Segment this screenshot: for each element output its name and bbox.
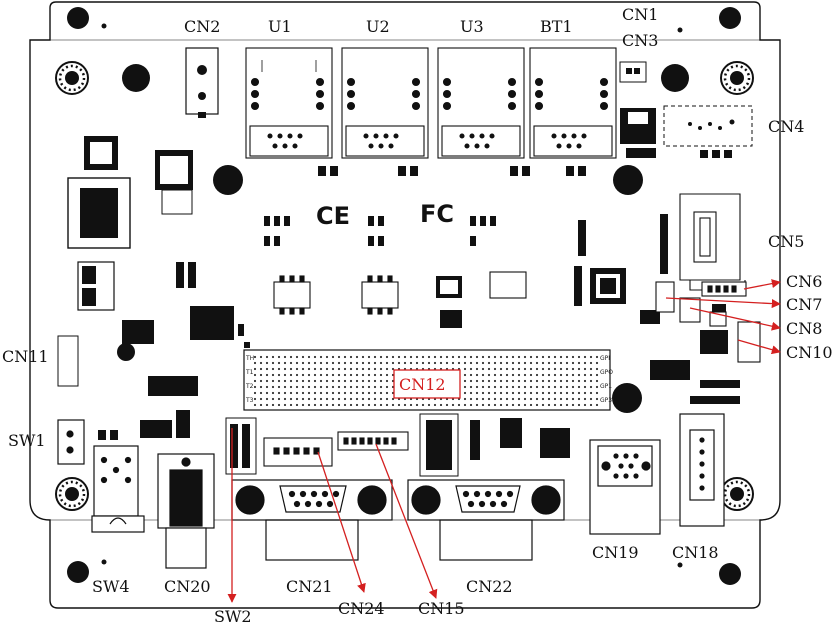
- cn19-connector: [589, 439, 661, 535]
- jack-u3: [437, 47, 525, 159]
- callout-cn10: [737, 339, 781, 355]
- cn12-header: [243, 349, 611, 411]
- sw1-switch: [57, 419, 85, 465]
- mount-hole-br: [720, 477, 754, 511]
- callout-lines: [227, 279, 781, 603]
- svg-text:GP3: GP3: [600, 397, 612, 404]
- dsub-cn21: [231, 479, 393, 561]
- label-cn2: CN2: [184, 17, 220, 36]
- label-cn3: CN3: [622, 31, 658, 50]
- header-left-text: TH T1 T2 T3: [245, 355, 254, 404]
- cn20-jack: [157, 453, 215, 569]
- cn1-cn3-header: [619, 61, 647, 83]
- label-u3: U3: [460, 17, 484, 36]
- svg-text:GP1: GP1: [600, 383, 612, 390]
- mount-hole-bl: [55, 477, 89, 511]
- label-cn5: CN5: [768, 232, 804, 251]
- callout-cn8: [689, 307, 781, 331]
- label-cn8: CN8: [786, 319, 822, 338]
- label-bt1: BT1: [540, 17, 573, 36]
- svg-text:FC: FC: [420, 200, 454, 228]
- cn5-slot: [679, 193, 746, 291]
- label-cn7: CN7: [786, 295, 822, 314]
- sw4-switch: [91, 445, 145, 533]
- label-cn11: CN11: [2, 347, 49, 366]
- svg-text:GPO: GPO: [600, 369, 613, 376]
- passive-clusters: [98, 148, 732, 460]
- label-cn19: CN19: [592, 543, 639, 562]
- component-labels: CN2 U1 U2 U3 BT1 CN1 CN3 CN4 CN5 CN6 CN7…: [2, 5, 833, 626]
- callout-cn6: [743, 279, 781, 290]
- rj45-jacks: [245, 47, 617, 159]
- label-sw1: SW1: [8, 431, 46, 450]
- label-cn1: CN1: [622, 5, 658, 24]
- label-cn6: CN6: [786, 272, 822, 291]
- ce-logo: CE: [316, 202, 350, 230]
- callout-cn15: [375, 443, 438, 599]
- label-cn22: CN22: [466, 577, 513, 596]
- label-u2: U2: [366, 17, 390, 36]
- right-small-connectors: [655, 281, 761, 363]
- svg-text:T2: T2: [245, 383, 254, 390]
- jack-u2: [341, 47, 429, 159]
- cn15-header: [337, 431, 409, 451]
- mount-hole-tl: [55, 61, 89, 95]
- label-cn15: CN15: [418, 599, 465, 618]
- label-cn10: CN10: [786, 343, 833, 362]
- label-u1: U1: [268, 17, 292, 36]
- label-cn20: CN20: [164, 577, 211, 596]
- cn2-connector: [185, 47, 219, 118]
- jack-u1: [245, 47, 333, 159]
- label-cn21: CN21: [286, 577, 333, 596]
- chips: [57, 136, 740, 477]
- label-cn18: CN18: [672, 543, 719, 562]
- label-sw2: SW2: [214, 607, 252, 626]
- label-cn4: CN4: [768, 117, 804, 136]
- dsub-cn22: [407, 479, 565, 561]
- label-cn12: CN12: [399, 375, 446, 394]
- label-sw4: SW4: [92, 577, 130, 596]
- callout-cn7: [665, 297, 781, 309]
- callout-cn24: [317, 451, 366, 593]
- cn18-connector: [679, 413, 725, 527]
- mount-hole-tr: [720, 61, 754, 95]
- small-ics: [273, 271, 527, 315]
- mounting-holes: [55, 61, 754, 511]
- fcc-logo: FC: [420, 200, 454, 228]
- svg-text:T1: T1: [245, 369, 254, 376]
- label-cn24: CN24: [338, 599, 385, 618]
- svg-text:GPI: GPI: [600, 355, 610, 362]
- jack-bt1: [529, 47, 617, 159]
- cn4-connector: [620, 105, 753, 147]
- svg-text:T3: T3: [245, 397, 254, 404]
- svg-text:TH: TH: [245, 355, 254, 362]
- svg-text:CE: CE: [316, 202, 350, 230]
- header-right-text: GPI GPO GP1 GP3: [600, 355, 613, 404]
- black-pads: [67, 7, 741, 585]
